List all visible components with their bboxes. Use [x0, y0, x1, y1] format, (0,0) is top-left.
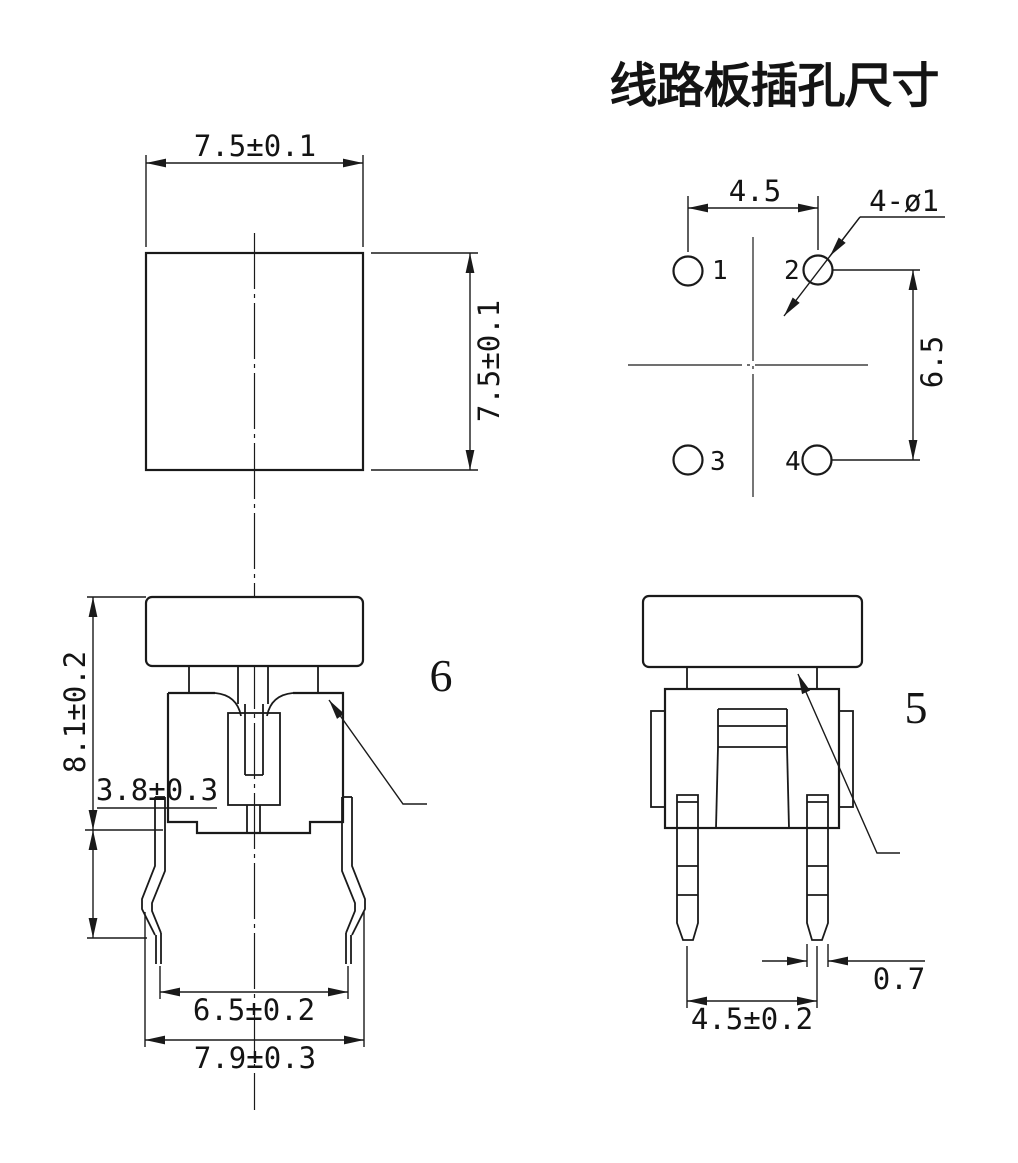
dim-pin-pitch: 4.5±0.2 [691, 1002, 813, 1036]
view-pcb-holes: 1 2 3 4 4.5 4-ø1 6.5 [628, 174, 949, 497]
hole-3 [672, 444, 704, 476]
front-pin-left [141, 796, 166, 964]
hole-2-label: 2 [784, 256, 800, 286]
side-leg-right [806, 794, 829, 941]
hole-4-label: 4 [785, 447, 801, 477]
hole-4 [801, 444, 833, 476]
hole-1-label: 1 [712, 256, 728, 286]
dim-pin-span-inner: 6.5±0.2 [193, 993, 315, 1027]
dim-pin-width: 0.7 [873, 962, 925, 996]
side-body-outline [663, 687, 841, 830]
front-pin-right [341, 796, 366, 964]
view-cap-top: 7.5±0.1 7.5±0.1 [144, 129, 506, 472]
part-label-5: 5 [905, 682, 928, 733]
hole-callout-label: 4-ø1 [869, 184, 939, 218]
dim-hole-pitch-y: 6.5 [915, 336, 949, 388]
front-cap-outline [144, 595, 365, 668]
dim-total-height: 8.1±0.2 [58, 651, 92, 773]
dim-cap-width: 7.5±0.1 [194, 129, 316, 163]
view-side: 5 4.5±0.2 0.7 [641, 594, 928, 1036]
side-plunger-profile [715, 708, 790, 829]
front-body-outline [166, 691, 345, 835]
side-leg-left [676, 794, 699, 941]
side-tab-left [650, 710, 666, 808]
view-front: 6 8.1±0.2 3.8±0.3 6.5±0.2 7.9±0.3 [58, 595, 453, 1075]
cap-top-outline [144, 251, 365, 472]
leader-6 [328, 699, 427, 805]
pcb-hole-title: 线路板插孔尺寸 [609, 60, 938, 113]
leader-5 [797, 673, 900, 854]
hole-1 [672, 255, 704, 287]
hole-3-label: 3 [710, 447, 726, 477]
side-cap-outline [641, 594, 864, 669]
hole-2 [802, 254, 834, 286]
dim-base-to-pin-bend: 3.8±0.3 [96, 773, 218, 807]
dim-pin-span-outer: 7.9±0.3 [194, 1041, 316, 1075]
dim-hole-pitch-x: 4.5 [729, 174, 781, 208]
front-plunger [227, 712, 281, 806]
part-label-6: 6 [430, 650, 453, 701]
dim-cap-height: 7.5±0.1 [472, 300, 506, 422]
